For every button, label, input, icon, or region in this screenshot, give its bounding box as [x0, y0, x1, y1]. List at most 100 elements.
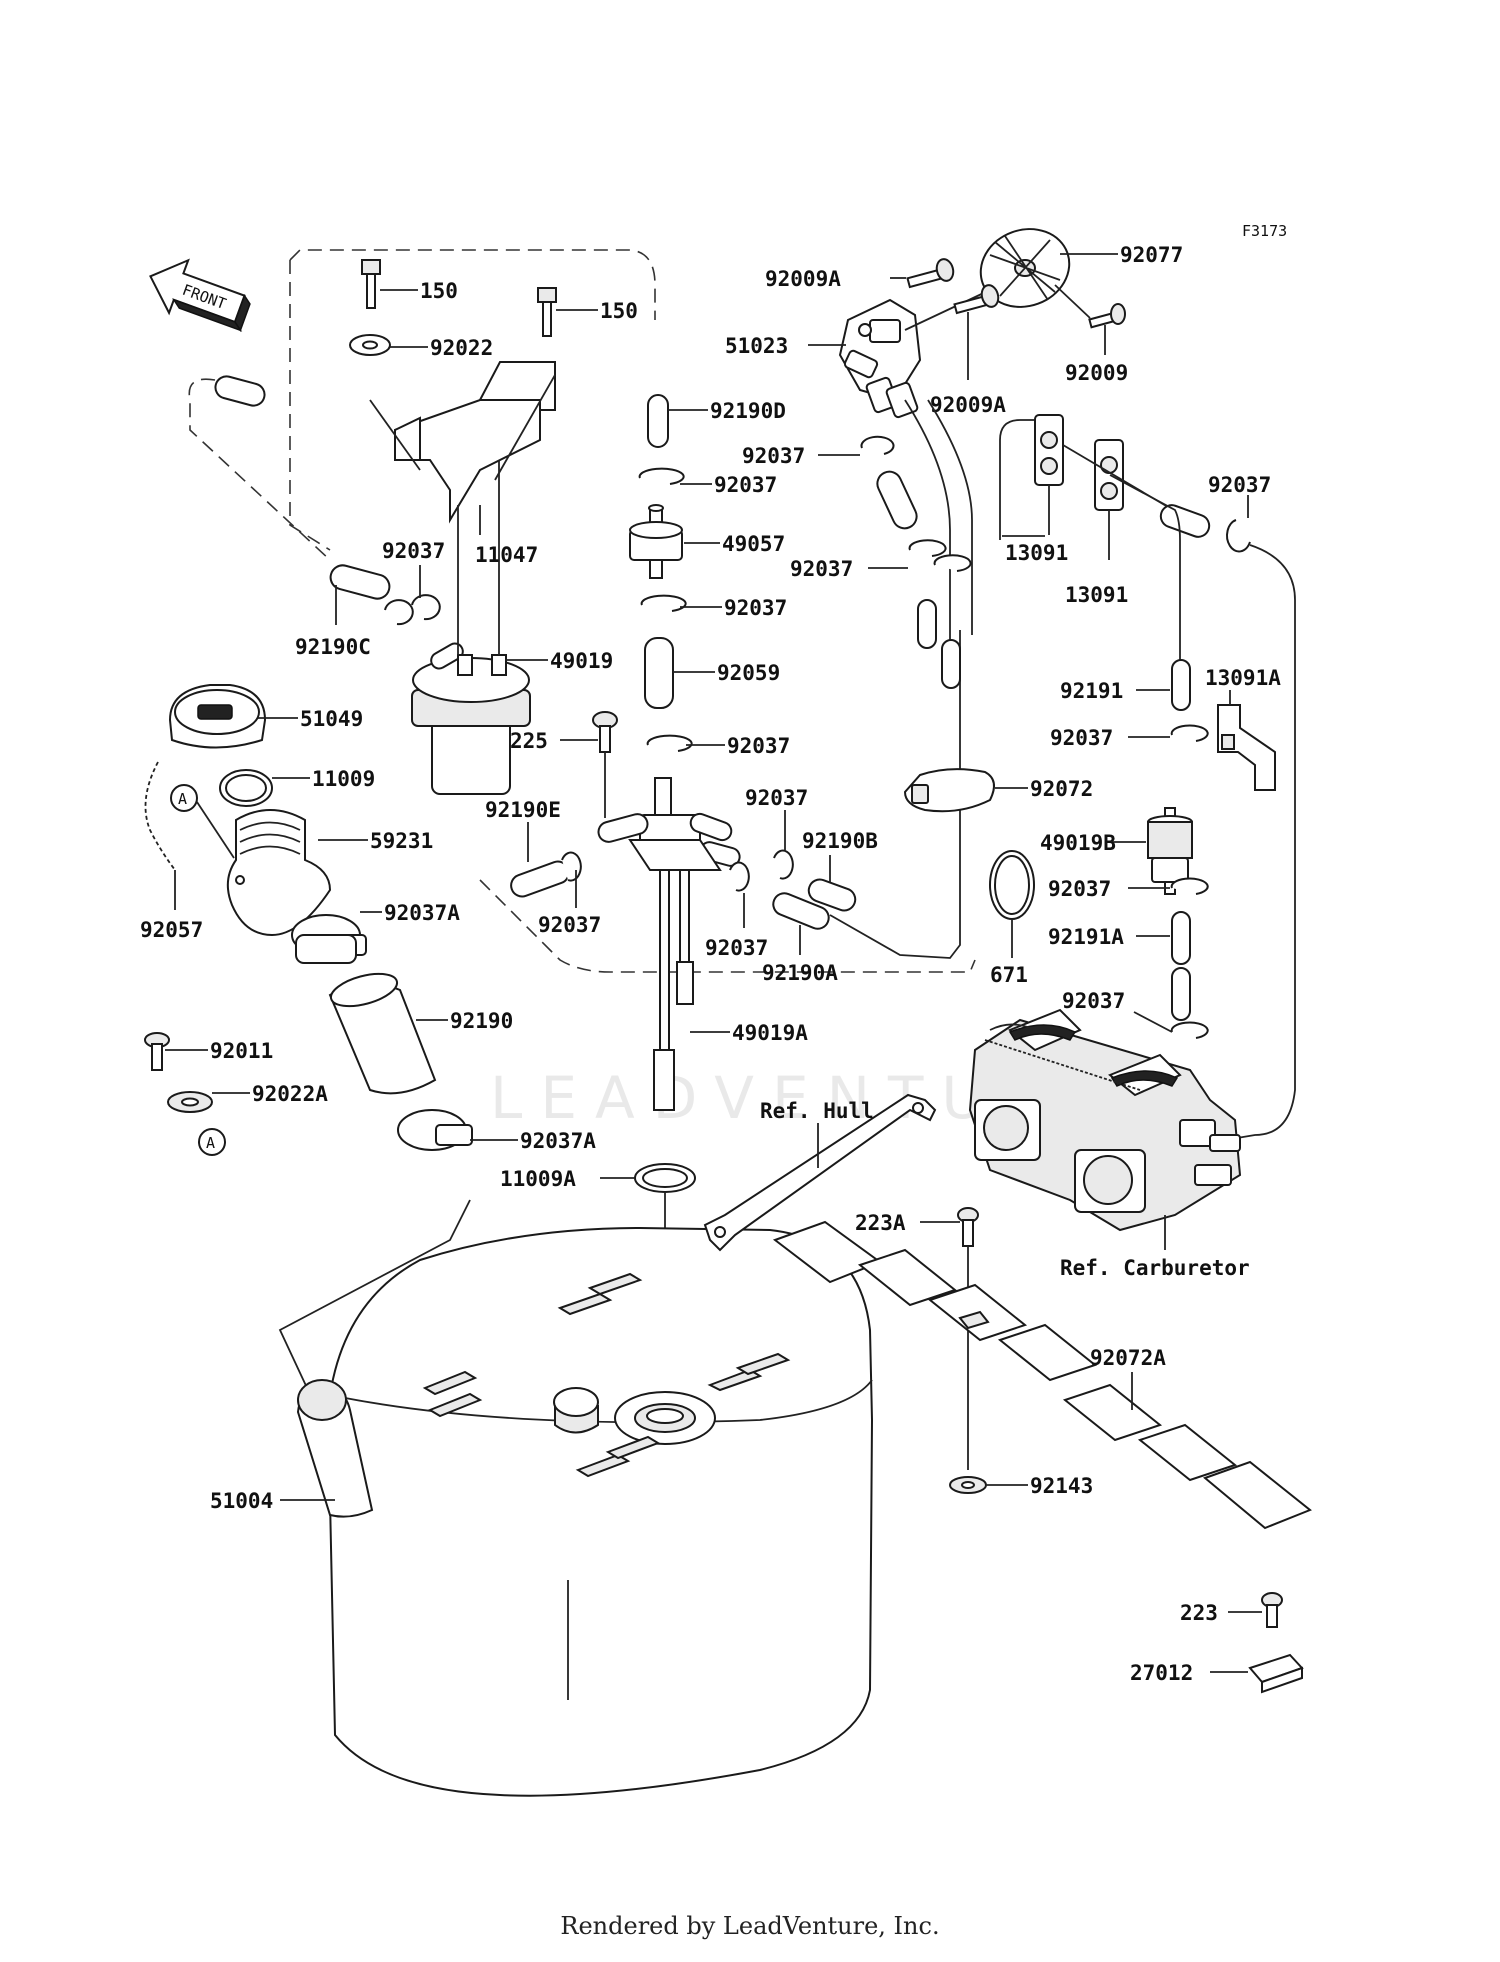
label-92037a-2: 92037A: [520, 1129, 596, 1153]
hose-92190a-icon: [772, 892, 830, 930]
clamp-92037-h-icon: [860, 435, 895, 455]
label-92190d: 92190D: [710, 399, 786, 423]
screw-92009a-icon: [906, 258, 955, 289]
dashed-lower-outline: [479, 879, 976, 973]
label-223a: 223A: [855, 1211, 906, 1235]
clamp-92037-i-icon: [908, 539, 947, 557]
dashed-group-outline: [289, 249, 656, 320]
clip-13091-icon: [1034, 414, 1124, 511]
hose-92190b-icon: [807, 878, 857, 912]
hose-upper-right-line: [999, 419, 1045, 540]
label-223: 223: [1180, 1601, 1218, 1625]
fuel-filter-49019-icon: [411, 642, 531, 795]
hose-pump-outlet-icon: [876, 470, 918, 530]
label-92190e: 92190E: [485, 798, 561, 822]
clamp-92037-f-icon: [773, 849, 794, 880]
label-150-a: 150: [420, 279, 458, 303]
hose-92190-icon: [328, 972, 437, 1095]
label-92037-1: 92037: [382, 539, 445, 563]
label-92037-3: 92037: [724, 596, 787, 620]
fuel-cap-51049-icon: [168, 684, 267, 749]
label-92190a: 92190A: [762, 961, 838, 985]
label-11009a: 11009A: [500, 1167, 576, 1191]
label-92059: 92059: [717, 661, 780, 685]
clamp-92037-d-icon: [646, 734, 693, 752]
screw-92009a-b-icon: [953, 284, 1000, 315]
front-arrow-icon: FRONT: [149, 258, 251, 332]
fuel-tank-51004-icon: [296, 1226, 874, 1797]
carburetor-icon: [968, 1008, 1242, 1232]
filler-neck-59231-icon: [226, 809, 332, 937]
dashed-hose-left: [188, 378, 331, 561]
screw-223a-icon: [957, 1207, 979, 1247]
callout-a-upper: [170, 784, 198, 812]
label-92009a-1: 92009A: [765, 267, 841, 291]
label-92037a-1: 92037A: [384, 901, 460, 925]
label-92022: 92022: [430, 336, 493, 360]
label-ref-hull: Ref. Hull: [760, 1099, 874, 1123]
hose-92191a-icon: [1171, 911, 1191, 965]
label-225: 225: [510, 729, 548, 753]
hose-92190c-icon: [214, 375, 391, 600]
label-92072a: 92072A: [1090, 1346, 1166, 1370]
label-92022a: 92022A: [252, 1082, 328, 1106]
callout-a-lower: [198, 1128, 226, 1156]
bolt-150-icon: [361, 259, 381, 309]
label-92190c: 92190C: [295, 635, 371, 659]
band-clamp-92037a-lower-icon: [397, 1109, 473, 1151]
hose-92191-icon: [1171, 659, 1191, 711]
label-92037-12: 92037: [1048, 877, 1111, 901]
label-92037-13: 92037: [1062, 989, 1125, 1013]
clamp-92037-b-icon: [638, 467, 685, 485]
label-92037-7: 92037: [705, 936, 768, 960]
label-92011: 92011: [210, 1039, 273, 1063]
label-13091-2: 13091: [1065, 583, 1128, 607]
label-13091a: 13091A: [1205, 666, 1281, 690]
dashed-group-outline-left: [289, 260, 331, 551]
screw-92009-icon: [1088, 303, 1126, 329]
label-150-b: 150: [600, 299, 638, 323]
label-49019b: 49019B: [1040, 831, 1116, 855]
clamp-92037-j-icon: [1226, 519, 1251, 553]
label-51004: 51004: [210, 1489, 273, 1513]
label-92057: 92057: [140, 918, 203, 942]
clamp-92037-icon: [384, 599, 414, 626]
hose-right-clip-icon: [1159, 504, 1211, 538]
callout-a-lower-text: A: [206, 1134, 215, 1152]
strap-92072a-icon: [772, 1220, 1312, 1530]
hose-92059-icon: [644, 637, 674, 709]
label-49019: 49019: [550, 649, 613, 673]
clamp-92037-k-icon: [1170, 724, 1209, 742]
fuel-pickup-valve-icon: [597, 777, 741, 1111]
label-92009: 92009: [1065, 361, 1128, 385]
bracket-11047-icon: [394, 361, 556, 524]
label-51023: 51023: [725, 334, 788, 358]
label-92037-2: 92037: [714, 473, 777, 497]
label-92072: 92072: [1030, 777, 1093, 801]
screw-223-icon: [1261, 1592, 1283, 1628]
label-11009: 11009: [312, 767, 375, 791]
hose-92190d-icon: [647, 394, 669, 448]
label-92143: 92143: [1030, 1474, 1093, 1498]
footer-credit: Rendered by LeadVenture, Inc.: [560, 1912, 940, 1940]
label-59231: 59231: [370, 829, 433, 853]
label-671: 671: [990, 963, 1028, 987]
label-92009a-2: 92009A: [930, 393, 1006, 417]
label-92037-8: 92037: [742, 444, 805, 468]
label-ref-carburetor: Ref. Carburetor: [1060, 1256, 1250, 1280]
label-27012: 27012: [1130, 1661, 1193, 1685]
callout-a-upper-text: A: [178, 790, 187, 808]
band-clamp-92037a-icon: [291, 914, 367, 964]
label-51049: 51049: [300, 707, 363, 731]
label-92191: 92191: [1060, 679, 1123, 703]
label-92037-9: 92037: [790, 557, 853, 581]
hose-92190e-icon: [510, 860, 570, 898]
label-92191a: 92191A: [1048, 925, 1124, 949]
label-92077: 92077: [1120, 243, 1183, 267]
hull-bracket-icon: [703, 1093, 937, 1252]
screw-225-icon: [592, 711, 618, 753]
clip-13091a-icon: [1217, 704, 1276, 791]
label-92037-4: 92037: [727, 734, 790, 758]
label-92037-11: 92037: [1050, 726, 1113, 750]
